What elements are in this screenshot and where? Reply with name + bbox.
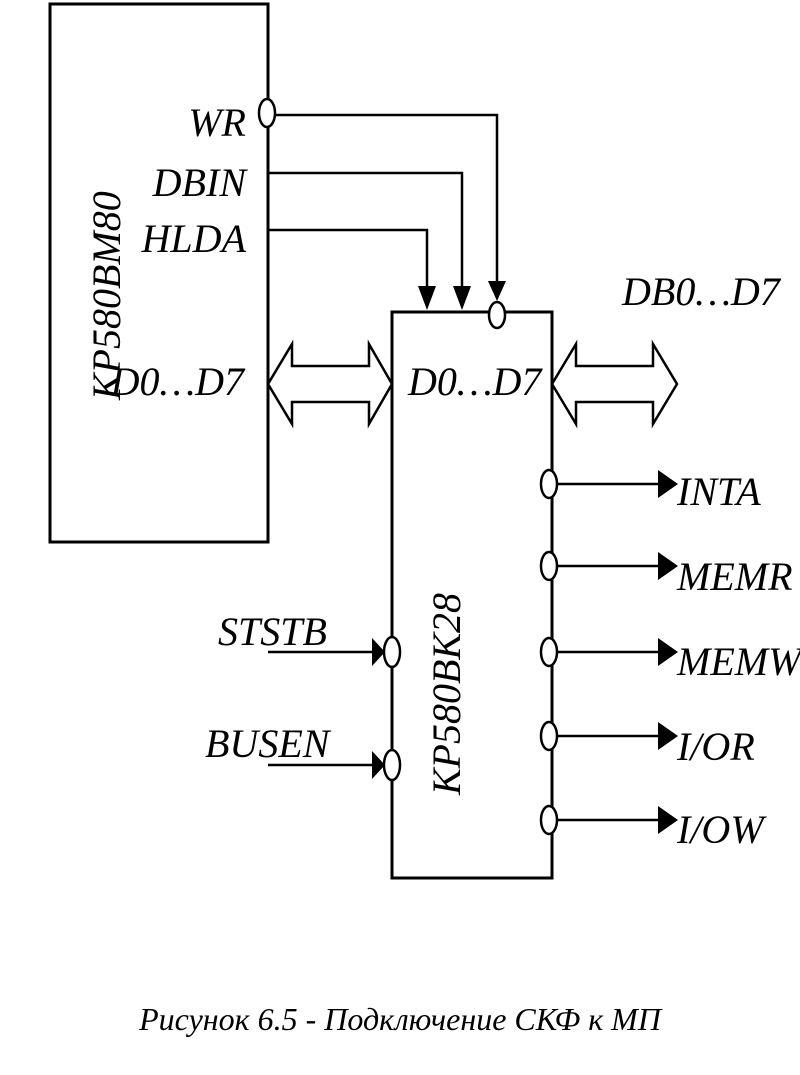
controller-outputs: INTA MEMR MEMW I/OR I/OW [539, 468, 800, 852]
inta-arrow [658, 470, 678, 498]
hlda-line [268, 228, 429, 290]
busen-label: BUSEN [205, 721, 332, 766]
wr-input-bubble [487, 300, 507, 330]
memr-arrow [658, 552, 678, 580]
iow-arrow [658, 806, 678, 834]
cpu-name: КР580ВМ80 [84, 191, 129, 401]
ststb-inversion-bubble [382, 635, 402, 669]
system-data-bus: DB0…D7 [550, 269, 782, 429]
ior-arrow [658, 722, 678, 750]
cpu-block: КР580ВМ80 WR DBIN HLDA D0…D7 [48, 2, 270, 544]
wr-line [275, 113, 499, 286]
system-data-bus-arrow [550, 339, 679, 429]
system-bus-label: DB0…D7 [621, 269, 782, 314]
figure-caption: Рисунок 6.5 - Подключение СКФ к МП [138, 1001, 663, 1037]
cpu-pin-dbin: DBIN [152, 160, 249, 205]
cpu-rectangle [48, 2, 270, 544]
iow-label: I/OW [676, 807, 767, 852]
busen-inversion-bubble [382, 748, 402, 782]
cpu-pin-hlda: HLDA [141, 216, 247, 261]
inta-label: INTA [676, 469, 761, 514]
memw-inversion-bubble [539, 636, 559, 668]
cpu-controller-data-bus-arrow [266, 339, 394, 429]
cpu-pin-wr: WR [188, 100, 246, 145]
controller-name: КР580ВК28 [424, 593, 469, 796]
busen-arrow [372, 751, 385, 779]
wr-inversion-bubble [257, 97, 277, 129]
control-lines [257, 97, 507, 330]
dbin-arrow [453, 286, 471, 310]
controller-rectangle [390, 310, 554, 880]
memw-arrow [658, 638, 678, 666]
memw-label: MEMW [676, 639, 800, 684]
ststb-label: STSTB [218, 609, 327, 654]
hlda-arrow [418, 286, 436, 310]
controller-inputs: STSTB BUSEN [205, 609, 402, 782]
inta-inversion-bubble [539, 468, 559, 500]
cpu-data-bus-label: D0…D7 [110, 359, 246, 404]
controller-data-bus-label: D0…D7 [407, 359, 543, 404]
ior-label: I/OR [676, 724, 755, 769]
controller-block: КР580ВК28 D0…D7 [390, 310, 554, 880]
iow-inversion-bubble [539, 804, 559, 836]
dbin-line [268, 171, 464, 290]
memr-inversion-bubble [539, 550, 559, 582]
ststb-arrow [372, 638, 385, 666]
wr-arrow [488, 281, 506, 301]
memr-label: MEMR [676, 554, 793, 599]
ior-inversion-bubble [539, 720, 559, 752]
